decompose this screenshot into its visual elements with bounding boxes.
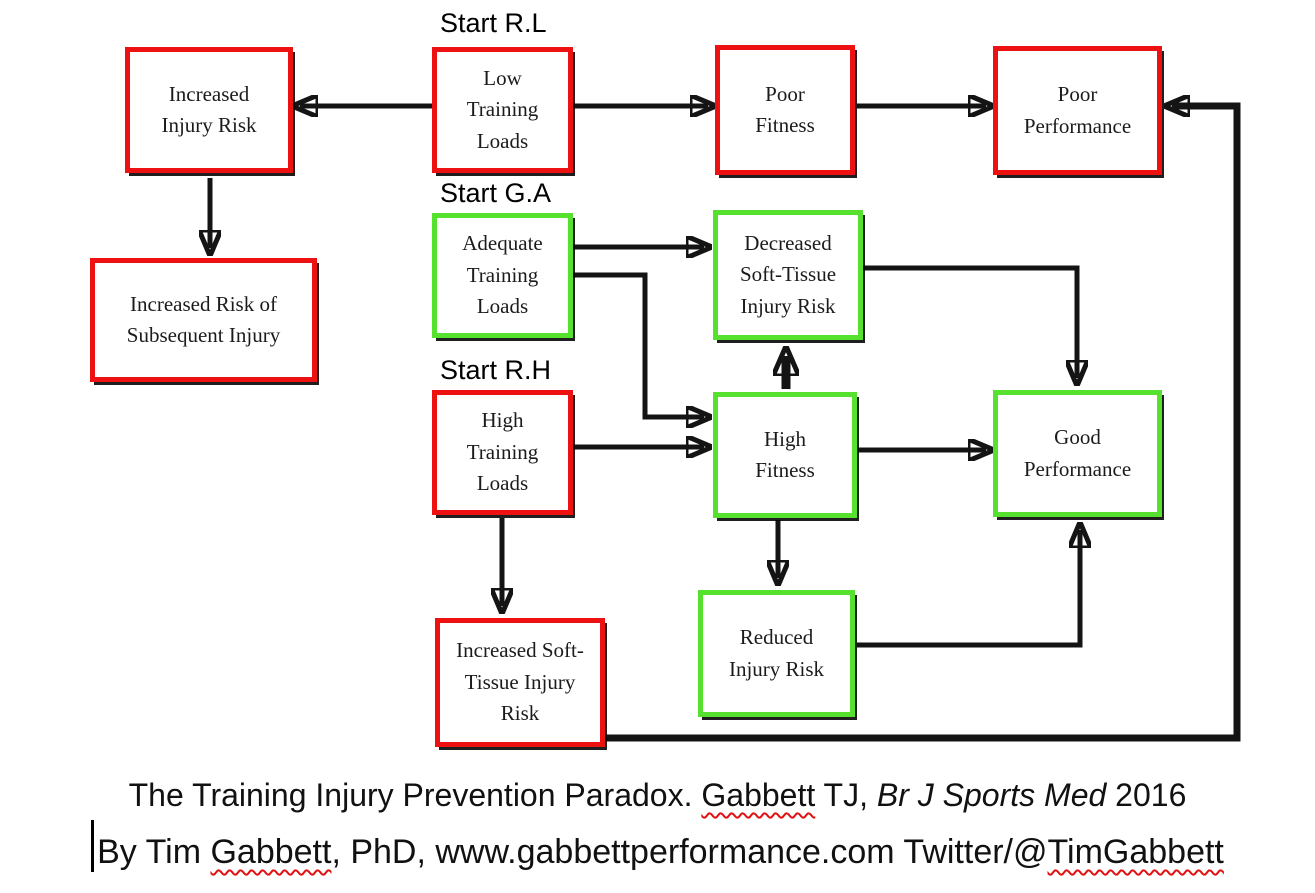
node-adequate-training-loads: Adequate Training Loads <box>432 213 573 338</box>
caption-gabbett-misspelled: Gabbett <box>701 777 816 813</box>
caption-citation: The Training Injury Prevention Paradox. … <box>0 777 1315 814</box>
start-label-rh: Start R.H <box>440 355 552 385</box>
arrow-adequate-to-high-fitness <box>573 272 704 417</box>
node-label: Poor Fitness <box>755 81 815 138</box>
start-label-ga: Start G.A <box>440 178 552 208</box>
arrow-reduced-to-good-performance <box>857 530 1080 648</box>
caption-text: TJ, <box>815 777 877 813</box>
node-label: Reduced Injury Risk <box>728 625 825 681</box>
node-low-training-loads: Low Training Loads <box>432 47 573 173</box>
node-label: Increased Risk of Subsequent Injury <box>126 291 281 348</box>
node-good-performance: Good Performance <box>993 390 1162 517</box>
node-increased-risk-of-subsequent-injury: Increased Risk of Subsequent Injury <box>90 258 317 382</box>
node-label: Increased Soft-Tissue Injury Risk <box>456 638 584 726</box>
byline-text: , PhD, www.gabbettperformance.com Twitte… <box>331 833 1048 871</box>
caption-byline: By Tim Gabbett, PhD, www.gabbettperforma… <box>0 820 1315 872</box>
node-label: High Fitness <box>755 426 815 483</box>
node-decreased-soft-tissue-injury-risk: Decreased Soft-Tissue Injury Risk <box>713 210 863 340</box>
node-reduced-injury-risk: Reduced Injury Risk <box>698 590 855 717</box>
node-label: Decreased Soft-Tissue Injury Risk <box>739 230 837 318</box>
node-high-fitness: High Fitness <box>713 392 857 518</box>
caption-year: 2016 <box>1106 777 1187 813</box>
node-high-training-loads: High Training Loads <box>432 390 573 515</box>
node-label: Low Training Loads <box>466 65 539 153</box>
text-cursor <box>91 820 95 872</box>
node-label: High Training Loads <box>466 408 539 496</box>
byline-gabbett-misspelled: Gabbett <box>210 833 332 871</box>
byline-twitter-handle: TimGabbett <box>1047 833 1224 871</box>
node-increased-injury-risk: Increased Injury Risk <box>125 47 293 173</box>
start-label-rl: Start R.L <box>440 8 547 38</box>
node-poor-performance: Poor Performance <box>993 46 1162 175</box>
arrow-increased-soft-tissue-to-poor-performance <box>602 106 1241 742</box>
node-increased-soft-tissue-injury-risk: Increased Soft-Tissue Injury Risk <box>435 618 605 747</box>
arrow-decreased-to-good-performance <box>858 265 1077 378</box>
node-label: Poor Performance <box>1023 82 1132 138</box>
node-label: Increased Injury Risk <box>161 81 257 138</box>
caption-text: The Training Injury Prevention Paradox. <box>128 777 702 813</box>
node-poor-fitness: Poor Fitness <box>715 45 855 175</box>
caption-journal-italic: Br J Sports Med <box>876 777 1107 813</box>
node-label: Good Performance <box>1023 425 1132 481</box>
byline-text: By Tim <box>97 833 211 871</box>
node-label: Adequate Training Loads <box>462 231 543 319</box>
